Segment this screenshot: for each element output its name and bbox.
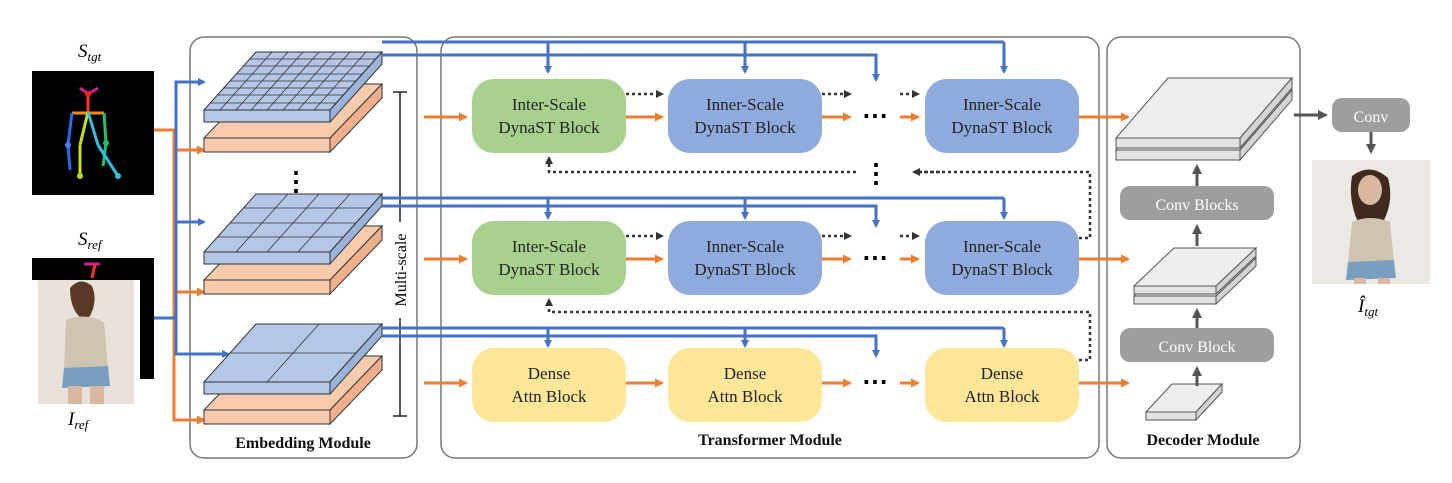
reference-person-image bbox=[38, 280, 134, 404]
decoder-feature-medium bbox=[1132, 246, 1258, 306]
i-ref-label: Iref bbox=[67, 409, 91, 432]
transformer-vertical-dots: ⋮ bbox=[863, 159, 889, 188]
decoder-feature-large bbox=[1114, 76, 1294, 162]
ellipsis-r1: ⋯ bbox=[862, 101, 888, 130]
svg-text:Inter-Scale: Inter-Scale bbox=[512, 95, 586, 114]
decoder-module-title: Decoder Module bbox=[1146, 432, 1259, 449]
conv-blocks-box: Conv Blocks bbox=[1120, 186, 1274, 220]
orange-embed-to-transformer bbox=[424, 112, 468, 388]
inter-scale-block-r2: Inter-Scale DynaST Block bbox=[472, 221, 626, 295]
dotted-block-links bbox=[626, 90, 920, 240]
transformer-module-frame bbox=[440, 36, 1100, 459]
ellipsis-r2: ⋯ bbox=[862, 243, 888, 272]
conv-box: Conv bbox=[1332, 98, 1410, 132]
embed-grid-blue-1 bbox=[202, 50, 384, 124]
tgt-to-embed-arrow bbox=[154, 128, 206, 155]
s-ref-label: Sref bbox=[78, 229, 104, 252]
svg-text:Îtgt: Îtgt bbox=[1357, 295, 1378, 319]
ellipsis-r3: ⋯ bbox=[862, 367, 888, 396]
decoder-module-frame bbox=[1106, 36, 1301, 459]
ref-to-embed-arrow bbox=[154, 78, 206, 320]
svg-text:Iref: Iref bbox=[67, 409, 91, 432]
inner-scale-block-r2-b: Inner-Scale DynaST Block bbox=[925, 221, 1079, 295]
inner-scale-block-r1-a: Inner-Scale DynaST Block bbox=[668, 79, 822, 153]
orange-to-decoder bbox=[1079, 112, 1130, 388]
embedding-module-title: Embedding Module bbox=[235, 435, 371, 452]
svg-text:Conv Block: Conv Block bbox=[1159, 339, 1236, 356]
dense-attn-block-r3-b: Dense Attn Block bbox=[668, 348, 822, 422]
embed-grid-blue-2 bbox=[202, 192, 384, 266]
svg-text:Inner-Scale: Inner-Scale bbox=[706, 95, 784, 114]
inter-scale-block-r1: Inter-Scale DynaST Block bbox=[472, 79, 626, 153]
svg-text:Inter-Scale: Inter-Scale bbox=[512, 237, 586, 256]
svg-text:Stgt: Stgt bbox=[78, 41, 102, 64]
transformer-module-title: Transformer Module bbox=[698, 432, 842, 449]
svg-text:Dense: Dense bbox=[724, 364, 766, 383]
svg-text:DynaST Block: DynaST Block bbox=[951, 118, 1053, 137]
embed-vertical-dots: ⋮ bbox=[283, 167, 309, 196]
svg-text:Attn Block: Attn Block bbox=[964, 387, 1040, 406]
svg-text:Inner-Scale: Inner-Scale bbox=[706, 237, 784, 256]
svg-text:Attn Block: Attn Block bbox=[511, 387, 587, 406]
decoder-feature-small bbox=[1144, 382, 1224, 422]
dotted-feedback-loops bbox=[545, 156, 1092, 362]
dense-attn-block-r3-c: Dense Attn Block bbox=[925, 348, 1079, 422]
svg-text:Attn Block: Attn Block bbox=[707, 387, 783, 406]
svg-text:Conv: Conv bbox=[1354, 109, 1389, 126]
svg-text:DynaST Block: DynaST Block bbox=[951, 260, 1053, 279]
svg-text:DynaST Block: DynaST Block bbox=[694, 118, 796, 137]
inner-scale-block-r2-a: Inner-Scale DynaST Block bbox=[668, 221, 822, 295]
multiscale-label: Multi-scale bbox=[393, 234, 410, 307]
blue-feed-row2 bbox=[382, 196, 1008, 228]
svg-text:DynaST Block: DynaST Block bbox=[498, 118, 600, 137]
svg-text:Sref: Sref bbox=[78, 229, 104, 252]
svg-text:Dense: Dense bbox=[981, 364, 1023, 383]
target-pose-image bbox=[32, 71, 154, 195]
svg-text:DynaST Block: DynaST Block bbox=[694, 260, 796, 279]
dense-attn-block-r3-a: Dense Attn Block bbox=[472, 348, 626, 422]
svg-text:Conv Blocks: Conv Blocks bbox=[1155, 197, 1238, 214]
embedding-module-frame bbox=[189, 36, 418, 459]
output-person-image bbox=[1312, 160, 1430, 284]
output-label: Îtgt bbox=[1357, 295, 1378, 319]
multiscale-indicator bbox=[393, 91, 407, 417]
tgt-to-embed-arrow-3 bbox=[172, 292, 206, 425]
s-tgt-label: Stgt bbox=[78, 41, 102, 64]
blue-feed-row1 bbox=[382, 40, 1008, 82]
conv-block-box: Conv Block bbox=[1120, 328, 1274, 362]
inner-scale-block-r1-b: Inner-Scale DynaST Block bbox=[925, 79, 1079, 153]
blue-feed-row3 bbox=[382, 326, 1008, 358]
svg-text:Inner-Scale: Inner-Scale bbox=[963, 95, 1041, 114]
ref-to-embed-arrow-3 bbox=[174, 318, 230, 358]
svg-text:Dense: Dense bbox=[528, 364, 570, 383]
svg-text:Inner-Scale: Inner-Scale bbox=[963, 237, 1041, 256]
svg-text:DynaST Block: DynaST Block bbox=[498, 260, 600, 279]
orange-block-links bbox=[626, 112, 920, 388]
embed-grid-blue-3 bbox=[202, 322, 384, 396]
